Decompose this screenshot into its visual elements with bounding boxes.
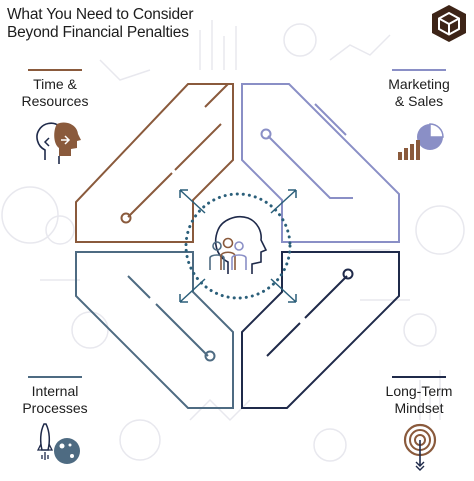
label-line-2: Mindset xyxy=(394,400,444,416)
pie-bar-chart-icon xyxy=(398,123,444,160)
label-internal-processes: Internal Processes xyxy=(0,376,110,417)
label-marketing-sales: Marketing & Sales xyxy=(364,69,474,110)
hexagon-cube-logo xyxy=(432,5,466,42)
label-rule xyxy=(392,376,446,378)
label-line-1: Marketing xyxy=(388,76,450,92)
label-line-1: Time & xyxy=(33,76,77,92)
background-pattern xyxy=(1,20,465,462)
label-line-2: Processes xyxy=(22,400,88,416)
label-long-term-mindset: Long-Term Mindset xyxy=(364,376,474,417)
label-rule xyxy=(28,69,82,71)
label-time-resources: Time & Resources xyxy=(0,69,110,110)
label-rule xyxy=(28,376,82,378)
head-with-team-icon xyxy=(209,215,268,274)
label-line-2: & Sales xyxy=(394,93,444,109)
center-arrows xyxy=(179,189,297,303)
rocket-planet-icon xyxy=(36,423,80,464)
label-line-2: Resources xyxy=(21,93,89,109)
quadrant-longterm-bracket xyxy=(241,251,400,409)
title-line-2: Beyond Financial Penalties xyxy=(7,24,189,41)
quadrant-internal-bracket xyxy=(75,251,234,409)
head-profiles-exchange-icon xyxy=(36,122,81,164)
label-line-1: Internal xyxy=(31,383,79,399)
label-line-1: Long-Term xyxy=(385,383,453,399)
center-hub xyxy=(179,189,297,303)
quadrant-marketing-bracket xyxy=(241,83,400,243)
quadrant-time-bracket xyxy=(75,83,234,243)
title-line-1: What You Need to Consider xyxy=(7,6,194,23)
label-rule xyxy=(392,69,446,71)
target-arrow-icon xyxy=(403,423,437,471)
page-title: What You Need to Consider Beyond Financi… xyxy=(7,6,267,42)
